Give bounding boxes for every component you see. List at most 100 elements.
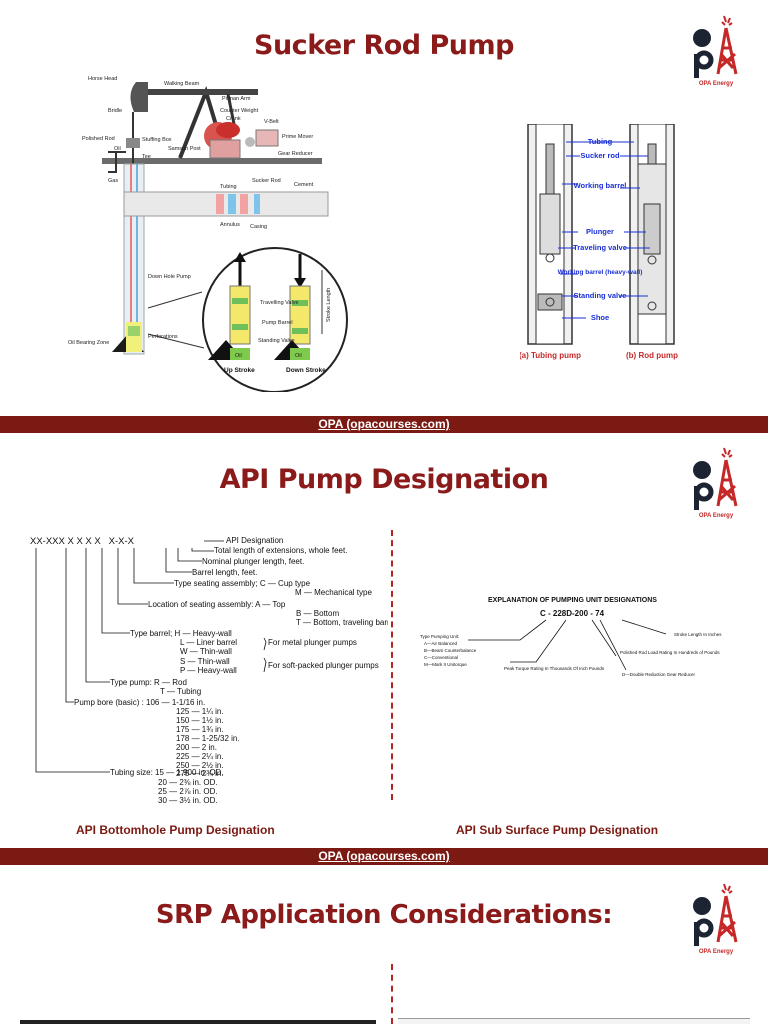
tubing-pump — [527, 124, 573, 345]
rod-pump — [629, 124, 675, 345]
designation-line: 20 — 2⅜ in. OD. — [158, 778, 218, 787]
logo-p-icon — [694, 50, 714, 78]
label-samson-post: Samson Post — [168, 146, 201, 152]
label-v-belt: V-Belt — [264, 119, 279, 125]
label-perforations: Perforations — [148, 334, 178, 340]
label-down-hole-pump: Down Hole Pump — [148, 274, 191, 280]
label-casing: Casing — [250, 224, 267, 230]
logo-derrick-icon — [716, 447, 738, 507]
label-prime-mover: Prime Mover — [282, 134, 313, 140]
designation-line: Nominal plunger length, feet. — [202, 557, 304, 566]
label-oil-left: Oil — [235, 353, 242, 359]
designation-line: 125 — 1¼ in. — [176, 707, 224, 716]
designation-line: Total length of extensions, whole feet. — [214, 546, 347, 555]
slide-title: SRP Application Considerations: — [155, 900, 613, 930]
slide-divider — [391, 964, 393, 1024]
designation-line: 250 — 2½ in. — [176, 761, 224, 770]
logo-derrick-icon — [716, 883, 738, 943]
designation-line: Barrel length, feet. — [192, 568, 257, 577]
right-table-edge — [398, 1018, 750, 1024]
designation-line: T — Bottom, traveling barrel — [296, 618, 388, 627]
designation-line: 225 — 2¼ in. — [176, 752, 224, 761]
label-oil-right: Oil — [295, 353, 302, 359]
subsurface-type: M—Mark II Unitorque — [424, 662, 467, 667]
logo-caption: OPA Energy — [699, 513, 734, 519]
label-annulus: Annulus — [220, 222, 240, 228]
label-crank: Crank — [226, 116, 241, 122]
subsurface-type: B—Beam Counterbalance — [424, 648, 477, 653]
slide-title: API Pump Designation — [219, 464, 549, 495]
label-pitman-arm: Pitman Arm — [222, 96, 251, 102]
subsurface-heading: EXPLANATION OF PUMPING UNIT DESIGNATIONS — [488, 597, 657, 604]
label-traveling-valve: Traveling valve — [573, 243, 627, 252]
label-working-barrel: Working barrel — [574, 181, 627, 190]
subsurface-designation-diagram: EXPLANATION OF PUMPING UNIT DESIGNATIONS… — [420, 597, 722, 677]
label-sucker-rod: Sucker Rod — [252, 178, 281, 184]
label-walking-beam: Walking Beam — [164, 81, 200, 87]
logo-caption: OPA Energy — [699, 949, 734, 955]
label-oil-bearing-zone: Oil Bearing Zone — [68, 340, 109, 346]
logo-o-icon — [693, 29, 711, 47]
opa-logo: OPA Energy — [693, 447, 738, 519]
label-tubing: Tubing — [220, 184, 237, 190]
designation-line: For soft-packed plunger pumps — [268, 661, 379, 670]
label-horse-head: Horse Head — [88, 76, 117, 82]
caption-bottomhole: API Bottomhole Pump Designation — [76, 823, 275, 837]
left-table-edge — [20, 1020, 376, 1024]
label-pump-barrel: Pump Barrel — [262, 320, 293, 326]
label-pump-tubing: Tubing — [588, 137, 613, 146]
logo-o-icon — [693, 461, 711, 479]
designation-lines: API Designation Total length of extensio… — [74, 536, 388, 805]
designation-line: Location of seating assembly: A — Top — [148, 600, 286, 609]
subsurface-type-title: Type Pumping Unit: — [420, 634, 459, 639]
designation-line: 275 — 2¾ in. — [176, 769, 224, 778]
slide-title: Sucker Rod Pump — [254, 30, 514, 61]
designation-line: L — Liner barrel — [180, 638, 237, 647]
logo-p-icon — [694, 482, 714, 510]
logo-derrick-icon — [716, 15, 738, 75]
designation-line: 25 — 2⅞ in. OD. — [158, 787, 218, 796]
label-pump-standing-valve: Standing valve — [574, 291, 627, 300]
logo-o-icon — [693, 897, 711, 915]
designation-line: Tubing size: 15 — 1.900 in. OD. — [110, 768, 224, 777]
label-pump-sucker-rod: Sucker rod — [580, 151, 620, 160]
footer-link[interactable]: OPA (opacourses.com) — [0, 416, 768, 433]
designation-code: XX-XXX X X X X X-X-X — [30, 536, 135, 547]
slide-srp-application: SRP Application Considerations: OPA Ener… — [0, 868, 768, 1024]
pumping-unit-diagram: Horse Head Walking Beam Pitman Arm Count… — [68, 76, 348, 392]
label-stuffing-box: Stuffing Box — [142, 137, 172, 143]
designation-line: B — Bottom — [296, 609, 339, 618]
label-down-stroke: Down Stroke — [286, 367, 326, 374]
designation-line: M — Mechanical type — [295, 588, 372, 597]
opa-logo: OPA Energy — [693, 15, 738, 87]
designation-line: P — Heavy-wall — [180, 666, 237, 675]
designation-line: S — Thin-wall — [180, 657, 230, 666]
designation-line: T — Tubing — [160, 687, 201, 696]
subsurface-code: C - 228D-200 - 74 — [540, 609, 605, 618]
label-travelling-valve: Travelling Valve — [260, 300, 299, 306]
designation-line: For metal plunger pumps — [268, 638, 357, 647]
label-plunger: Plunger — [586, 227, 614, 236]
designation-line: API Designation — [226, 536, 283, 545]
label-tee: Tee — [142, 154, 151, 160]
designation-line: Type pump: R — Rod — [110, 678, 187, 687]
designation-line: 150 — 1½ in. — [176, 716, 224, 725]
designation-line: W — Thin-wall — [180, 647, 232, 656]
opa-logo: OPA Energy — [693, 883, 738, 955]
label-working-barrel-heavy: Working barrel (heavy-wall) — [558, 269, 643, 276]
label-oil: Oil — [114, 146, 121, 152]
slide-api-pump-designation: API Pump Designation OPA Energy XX-XXX X… — [0, 434, 768, 868]
label-up-stroke: Up Stroke — [224, 367, 255, 374]
footer-link[interactable]: OPA (opacourses.com) — [0, 848, 768, 865]
label-gear-reducer: Gear Reducer — [278, 151, 313, 157]
subsurface-polished-rod: Polished Rod Load Rating In Hundreds of … — [620, 650, 720, 655]
subsurface-reducer: D—Double Reduction Gear Reducer — [622, 672, 696, 677]
down-stroke-pump — [274, 254, 323, 360]
label-gas: Gas — [108, 178, 118, 184]
label-polished-rod: Polished Rod — [82, 136, 115, 142]
subsurface-type: A—Air Balanced — [424, 641, 458, 646]
label-bridle: Bridle — [108, 108, 122, 114]
designation-line: 175 — 1¾ in. — [176, 725, 224, 734]
designation-line: 200 — 2 in. — [176, 743, 217, 752]
slide-divider — [391, 530, 393, 800]
